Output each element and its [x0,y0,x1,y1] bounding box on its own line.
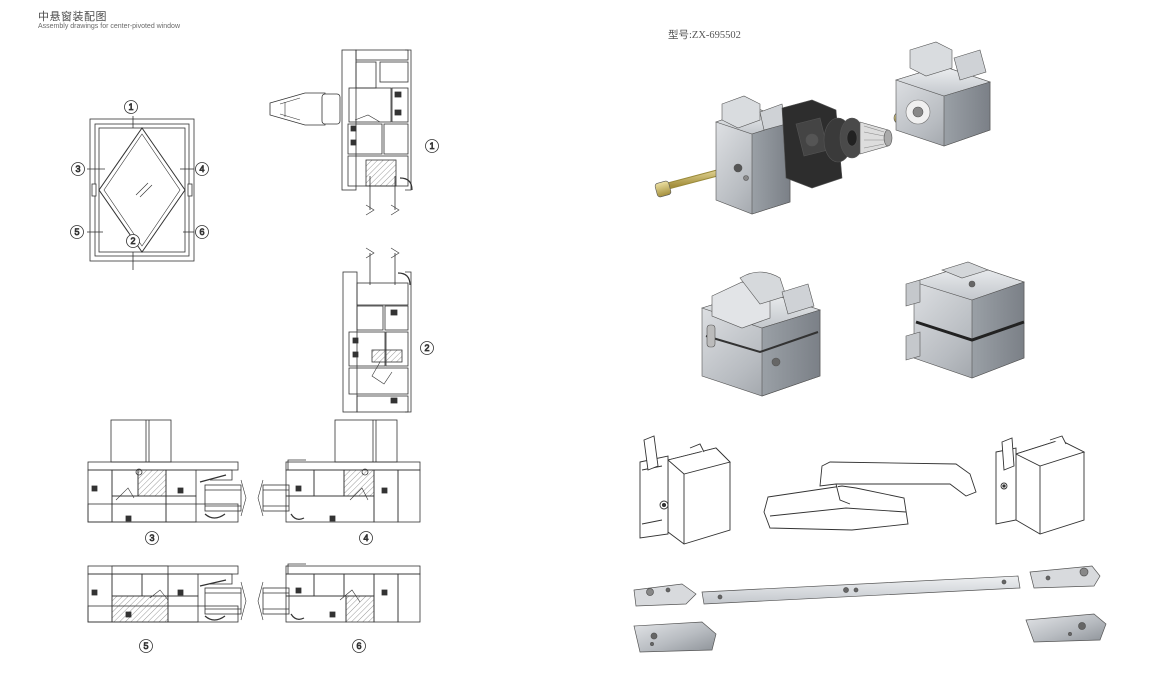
bushing-part [823,117,865,163]
callout-label: 6 [356,641,361,651]
callout-section-4: 4 [359,531,373,545]
callout-label: 5 [143,641,148,651]
model-label: 型号 [668,30,689,41]
exploded-pivot-assembly [654,41,991,215]
section-detail-4 [257,419,421,523]
section-detail-1 [269,49,413,216]
window-elevation [87,116,195,270]
callout-section-1: 1 [425,139,439,153]
mounting-plate-left [633,621,717,653]
section-detail-6 [257,563,421,623]
callout-elevation-4: 4 [195,162,209,176]
callout-label: 3 [75,164,80,174]
page-title: 中悬窗装配图 [38,10,107,23]
callout-section-2: 2 [420,341,434,355]
pivot-block-left [715,95,791,215]
model-number: 型号:ZX-695502 [668,27,741,42]
callout-label: 5 [74,227,79,237]
callout-elevation-2: 2 [126,234,140,248]
callout-section-5: 5 [139,639,153,653]
window-handle-drawing [763,461,977,531]
callout-elevation-5: 5 [70,225,84,239]
callout-label: 2 [424,343,429,353]
pivot-housing-right-drawing [995,435,1086,535]
callout-label: 1 [429,141,434,151]
assembled-pivot-closed [905,261,1025,379]
model-value: :ZX-695502 [689,30,741,41]
callout-elevation-3: 3 [71,162,85,176]
callout-section-3: 3 [145,531,159,545]
page-subtitle: Assembly drawings for center-pivoted win… [38,23,181,30]
callout-label: 3 [149,533,154,543]
callout-label: 4 [199,164,204,174]
callout-elevation-6: 6 [195,225,209,239]
cone-spring-part [859,121,893,155]
pivot-housing-left-drawing [639,435,731,545]
callout-label: 1 [128,102,133,112]
callout-label: 6 [199,227,204,237]
connecting-bar [701,575,1021,605]
pivot-block-right [895,41,991,147]
callout-elevation-1: 1 [124,100,138,114]
callout-markers: 1 2 3 4 5 6 1 2 3 4 5 6 [70,100,439,653]
callout-label: 4 [363,533,368,543]
section-detail-3 [87,419,247,523]
callout-label: 2 [130,236,135,246]
section-detail-2 [342,247,412,413]
hinge-arm-right [1029,565,1101,589]
hinge-arm-left [633,583,697,607]
assembled-pivot-open [701,271,821,397]
section-detail-5 [87,565,247,623]
mounting-plate-right [1025,613,1107,643]
rubber-gasket-part [781,99,843,189]
callout-section-6: 6 [352,639,366,653]
